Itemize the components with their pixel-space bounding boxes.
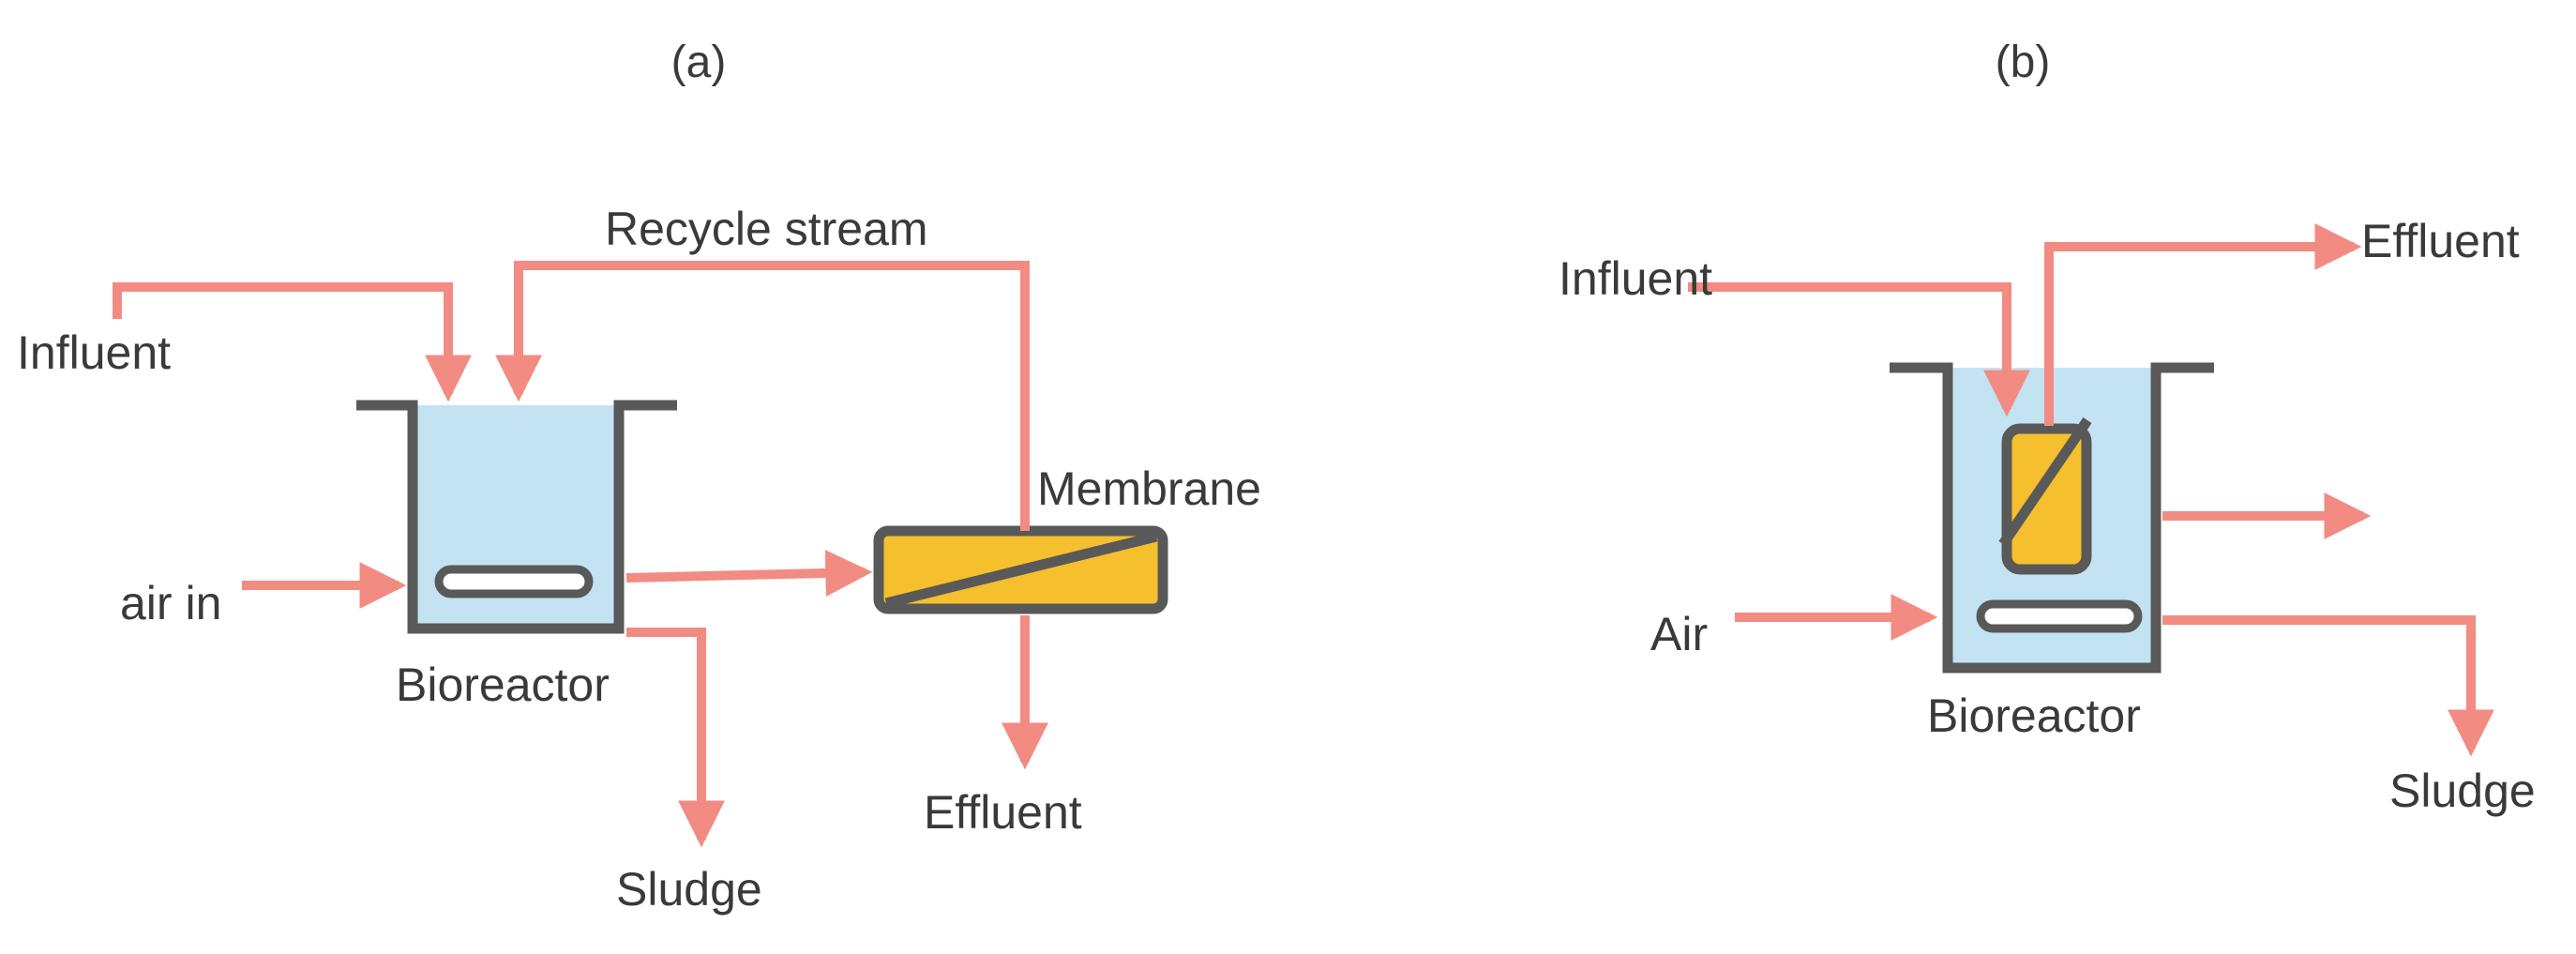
panel-a-membrane-label: Membrane <box>1037 462 1261 515</box>
panel-b-tank-walls <box>1890 362 2214 674</box>
panel-a-influent-label: Influent <box>17 326 171 379</box>
panel-b-aerator <box>1976 599 2143 633</box>
panel-b-membrane-diagonal <box>1998 416 2092 548</box>
panel-a-influent-arrow <box>113 282 472 402</box>
panel-a-label: (a) <box>671 38 727 87</box>
panel-a-bioreactor-to-membrane-arrow <box>625 549 873 597</box>
panel-b-submerged-membrane <box>2001 423 2092 575</box>
panel-a-sludge-label: Sludge <box>616 863 762 916</box>
panel-a-sludge-arrow <box>626 628 725 848</box>
panel-a-tank-walls <box>356 400 677 634</box>
panel-a-aerator <box>434 565 594 598</box>
panel-b-effluent-label: Effluent <box>2361 215 2520 267</box>
panel-b-influent-label: Influent <box>1559 252 1712 305</box>
panel-a-bioreactor-tank <box>356 400 677 634</box>
panel-b-influent-arrow <box>1688 282 2030 417</box>
panel-a-effluent-label: Effluent <box>924 786 1082 839</box>
panel-a-membrane-diagonal <box>884 531 1158 609</box>
panel-b-label: (b) <box>1996 38 2051 87</box>
panel-b-sludge-label: Sludge <box>2389 765 2536 817</box>
panel-b: (b) Influent Effluent Air Bioreactor Slu… <box>1559 38 2536 817</box>
panel-a-recycle-stream-arrow <box>495 261 1030 531</box>
panel-a-recycle-stream-label: Recycle stream <box>605 203 928 255</box>
panel-b-sludge-arrow <box>2162 615 2494 757</box>
panel-a: (a) Recycle stream Influent air in Biore… <box>17 38 1261 916</box>
panel-b-effluent-arrow <box>2044 223 2362 426</box>
panel-b-bioreactor-label: Bioreactor <box>1927 689 2141 742</box>
panel-a-bioreactor-label: Bioreactor <box>396 659 610 711</box>
panel-b-air-label: Air <box>1650 608 1708 660</box>
panel-a-membrane-module <box>873 525 1168 614</box>
panel-a-air-in-label: air in <box>120 577 221 629</box>
